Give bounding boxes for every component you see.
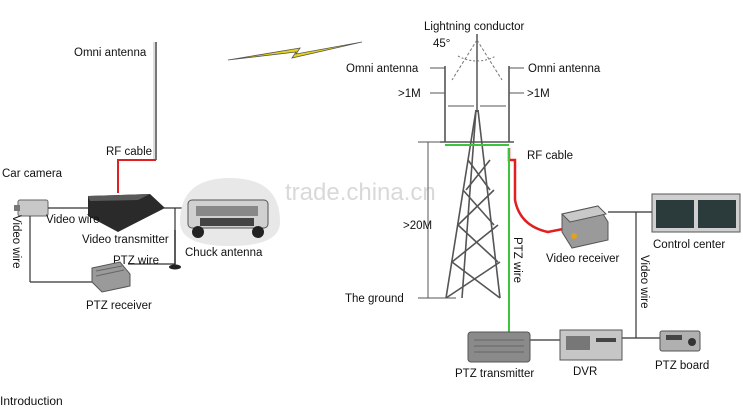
control-center-label: Control center: [653, 239, 725, 251]
ptz-transmitter: [467, 331, 531, 363]
car-icon: [180, 178, 280, 246]
ptz-board-label: PTZ board: [655, 360, 709, 372]
height-markers: [418, 141, 456, 299]
omni-antenna-tower-left-label: Omni antenna: [346, 63, 419, 75]
ptz-receiver: [91, 261, 131, 293]
ptz-wire-left-label: PTZ wire: [113, 255, 159, 267]
video-wire-right-label: Video wire: [638, 255, 650, 309]
the-ground-label: The ground: [345, 293, 404, 305]
tower-antennas: [430, 66, 524, 142]
car-camera-label: Car camera: [2, 168, 63, 180]
gt1m-left-label: >1M: [398, 88, 421, 100]
omni-antenna-tower-right-label: Omni antenna: [528, 63, 601, 75]
angle-label: 45°: [433, 38, 450, 50]
rf-cable-left: [117, 159, 156, 193]
gt1m-right-label: >1M: [527, 88, 550, 100]
gt20m-label: >20M: [403, 220, 432, 232]
ptz-transmitter-label: PTZ transmitter: [455, 368, 534, 380]
video-transmitter: [88, 194, 165, 232]
ptz-board: [659, 330, 701, 352]
tower: [440, 109, 514, 299]
video-wire-top-label: Video wire: [46, 214, 100, 226]
dvr-label: DVR: [573, 366, 597, 378]
distance-markers: [430, 92, 524, 107]
ptz-receiver-label: PTZ receiver: [86, 300, 152, 312]
video-wire-left-label: Video wire: [10, 215, 22, 269]
lightning-bolt-icon: [227, 41, 363, 61]
lightning-conductor-label: Lightning conductor: [424, 21, 525, 33]
dvr: [559, 329, 623, 361]
chuck-antenna-label: Chuck antenna: [185, 247, 263, 259]
rf-cable-left-label: RF cable: [106, 146, 152, 158]
watermark: trade.china.cn: [285, 179, 436, 206]
ptz-wire-vertical-label: PTZ wire: [511, 237, 523, 283]
rf-cable-right-label: RF cable: [527, 150, 573, 162]
chuck-antenna: [169, 230, 181, 270]
video-wire-right: [529, 211, 660, 341]
lightning-conductor: [451, 34, 503, 112]
omni-antenna-left: [153, 42, 157, 160]
video-transmitter-label: Video transmitter: [82, 234, 169, 246]
car-camera: [14, 199, 49, 217]
footer-intro-text: Introduction: [0, 394, 63, 408]
video-receiver-label: Video receiver: [546, 253, 619, 265]
rf-cable-right: [507, 148, 569, 234]
video-receiver: [561, 205, 609, 249]
omni-antenna-left-label: Omni antenna: [74, 47, 147, 59]
monitor-icon: [651, 193, 741, 233]
